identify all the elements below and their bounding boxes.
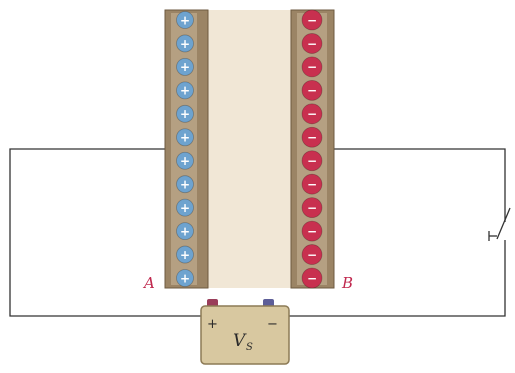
plate-b-charge	[301, 9, 323, 31]
plate-b-charge-sign: −	[307, 60, 317, 74]
plate-b-charge-sign: −	[307, 177, 317, 191]
plate-a-charge-sign: +	[180, 84, 190, 98]
plate-b-charge	[301, 126, 323, 148]
plate-b-charge-sign: −	[307, 154, 317, 168]
plate-b-charge-sign: −	[307, 271, 317, 285]
plate-a-charge	[176, 175, 194, 194]
plate-a: + + + + + + + + + + + +	[164, 9, 209, 289]
plate-b-charge	[301, 79, 323, 101]
plate-b-charge	[301, 103, 323, 125]
plate-b-charge	[301, 244, 323, 265]
plate-b-charge-sign: −	[307, 84, 317, 98]
plate-a-charge-sign: +	[180, 201, 190, 215]
plate-a-charge-sign: +	[180, 224, 190, 238]
plate-a-charge	[176, 245, 194, 264]
plate-a-charge-sign: +	[180, 60, 190, 74]
switch-arm	[496, 207, 511, 240]
plate-a-charge-sign: +	[180, 107, 190, 121]
plate-a-charge-sign: +	[180, 13, 190, 27]
battery-negative-sign: −	[267, 317, 278, 332]
battery-positive-sign: +	[207, 317, 218, 332]
plate-b: − − − − − − − − − − − −	[290, 9, 335, 289]
plate-a-charge-sign: +	[180, 248, 190, 262]
plate-a-surface	[171, 13, 197, 285]
plate-a-charge	[176, 104, 194, 123]
plate-b-charge	[301, 173, 323, 195]
plate-a-charges: + + + + + + + + + + + +	[176, 11, 194, 287]
plate-a-charge	[176, 269, 194, 287]
dielectric-gap	[208, 10, 291, 288]
plate-b-charge-sign: −	[307, 201, 317, 215]
plate-b-charge	[301, 197, 323, 219]
battery-label-subscript: S	[246, 342, 253, 353]
plate-a-charge-sign: +	[180, 131, 190, 145]
plate-a-charge	[176, 222, 194, 240]
plate-a-charge	[176, 34, 194, 53]
plate-a-charge	[176, 128, 194, 147]
plate-a-charge-sign: +	[180, 271, 190, 285]
battery: + − V S	[200, 299, 290, 365]
plate-b-charge-sign: −	[307, 37, 317, 51]
plate-b-charge	[301, 267, 323, 289]
battery-label: V	[233, 331, 247, 351]
plate-b-charge	[301, 220, 323, 242]
battery-body	[200, 305, 290, 365]
plate-b-charge	[301, 56, 323, 78]
plate-b-charge	[301, 150, 323, 172]
plate-b-charges: − − − − − − − − − − − −	[301, 9, 323, 289]
open-switch	[488, 207, 511, 241]
plate-b-charge-sign: −	[307, 131, 317, 145]
plate-a-charge	[176, 58, 194, 76]
plate-a-charge	[176, 11, 194, 29]
plate-a-charge-sign: +	[180, 37, 190, 51]
right-wire-top	[333, 148, 506, 222]
plate-b-label: B	[341, 274, 353, 292]
plate-a-charge-sign: +	[180, 177, 190, 191]
plate-a-charge	[176, 151, 194, 170]
plate-a-label: A	[142, 274, 155, 292]
plate-b-charge-sign: −	[307, 107, 317, 121]
plate-a-charge-sign: +	[180, 154, 190, 168]
plate-b-charge	[301, 33, 323, 54]
plate-b-charge-sign: −	[307, 13, 317, 27]
plate-a-charge	[176, 198, 194, 217]
plate-a-charge	[176, 81, 194, 100]
plate-b-charge-sign: −	[307, 224, 317, 238]
plate-b-charge-sign: −	[307, 248, 317, 262]
